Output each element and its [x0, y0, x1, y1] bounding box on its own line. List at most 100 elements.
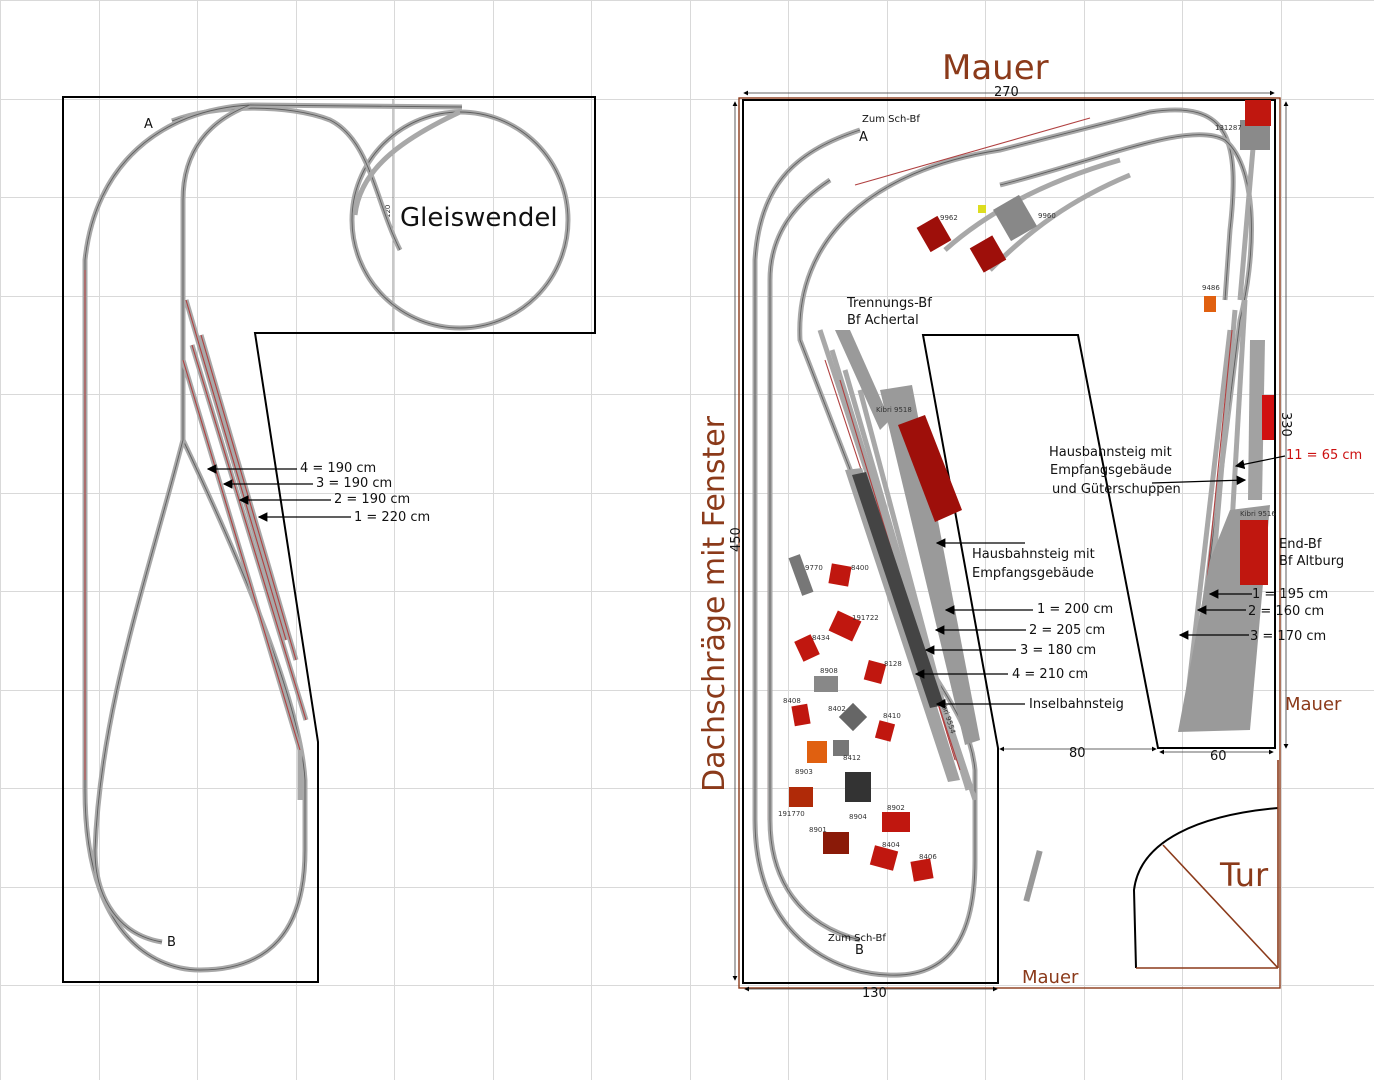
item-191770-house	[789, 787, 813, 807]
junction-track-1-length: 1 = 200 cm	[1037, 602, 1113, 617]
right-track-b-loop-centerline	[769, 179, 861, 941]
left-outer-loop-track	[82, 102, 308, 973]
end-track-1-length: 1 = 195 cm	[1252, 587, 1328, 602]
junction-station-name-1: Trennungs-Bf	[846, 296, 932, 311]
item-label-9770: 9770	[805, 564, 823, 572]
end-track-3-length: 3 = 170 cm	[1250, 629, 1326, 644]
item-label-9960: 9960	[1038, 212, 1056, 220]
item-label-191722: 191722	[852, 614, 879, 622]
item-label-8903: 8903	[795, 768, 813, 776]
item-8410-house	[874, 720, 896, 742]
track-11-length: 11 = 65 cm	[1286, 448, 1362, 463]
left-track-length-4: 4 = 190 cm	[300, 461, 376, 476]
track-11-arrow	[1234, 455, 1286, 470]
item-8412-tower	[833, 740, 849, 756]
helix-dimension-label: 120	[384, 205, 392, 218]
item-9962-signal	[978, 205, 986, 213]
kibri-label-right: Kibri 9516	[1240, 510, 1276, 518]
item-label-8404: 8404	[882, 841, 900, 849]
left-layout-plan: 120 A	[62, 96, 596, 983]
item-8908-building	[814, 676, 838, 692]
engine-shed-131287	[1245, 100, 1271, 126]
item-9960-shed	[993, 194, 1037, 242]
door-swing-arc	[1132, 807, 1279, 969]
junction-station-building	[898, 415, 962, 522]
right-siding-9962	[943, 157, 1121, 252]
item-label-8901: 8901	[809, 826, 827, 834]
item-label-8406: 8406	[919, 853, 937, 861]
item-label-8128: 8128	[884, 660, 902, 668]
item-label-8410: 8410	[883, 712, 901, 720]
item-label-8902: 8902	[887, 804, 905, 812]
door-label: Tur	[1219, 856, 1269, 894]
item-8404-house	[869, 845, 899, 871]
right-siding-9960	[988, 172, 1131, 272]
junction-track-3-length: 3 = 180 cm	[1020, 643, 1096, 658]
end-station-platform-upper	[1248, 340, 1265, 500]
left-track-length-2: 2 = 190 cm	[334, 492, 410, 507]
left-station-track-1	[180, 359, 303, 800]
left-station-rail-1	[182, 359, 301, 751]
track-top-straight-centerline	[249, 104, 463, 108]
end-track-2-length: 2 = 160 cm	[1248, 604, 1324, 619]
junction-track-4-length: 4 = 210 cm	[1012, 667, 1088, 682]
item-8402-building	[838, 702, 868, 732]
wall-label-right: Mauer	[1285, 694, 1342, 715]
turntable-spur	[1237, 124, 1258, 301]
item-label-9962: 9962	[940, 214, 958, 222]
end-station-name-2: Bf Altburg	[1279, 554, 1344, 569]
left-label-b: B	[167, 935, 176, 950]
house-platform-2-line-1: Hausbahnsteig mit	[1049, 445, 1172, 460]
item-8901-house	[823, 832, 849, 854]
track-bumper-loose	[1023, 850, 1043, 902]
house-platform-2-line-3: und Güterschuppen	[1052, 482, 1181, 497]
item-label-8908: 8908	[820, 667, 838, 675]
to-shadow-station-b: Zum Sch-Bf	[828, 933, 886, 944]
end-station-building	[1240, 520, 1268, 585]
item-label-191770: 191770	[778, 810, 805, 818]
dimension-bottom: 130	[862, 986, 887, 1001]
item-191722-house	[828, 610, 862, 642]
junction-house-platform	[880, 385, 980, 745]
right-layout-plan: 270 450 330 130 80 60 Mauer Mauer Mauer …	[697, 48, 1362, 1001]
left-track-group	[82, 102, 571, 973]
right-track-to-end-station-centerline	[999, 134, 1252, 721]
end-station-goods-shed	[1262, 395, 1274, 440]
item-label-8904: 8904	[849, 813, 867, 821]
item-label-8400: 8400	[851, 564, 869, 572]
left-track-length-callouts: 4 = 190 cm 3 = 190 cm 2 = 190 cm 1 = 220…	[206, 461, 430, 525]
item-label-9486: 9486	[1202, 284, 1220, 292]
wall-label-bottom: Mauer	[1022, 967, 1079, 988]
left-track-length-3: 3 = 190 cm	[316, 476, 392, 491]
dimension-height-left: 450	[729, 527, 744, 552]
helix-title: Gleiswendel	[400, 203, 558, 233]
door-leaf-line	[1162, 844, 1279, 969]
item-8434-house	[794, 634, 820, 662]
left-label-a: A	[144, 117, 153, 132]
house-platform-2-line-2: Empfangsgebäude	[1050, 463, 1172, 478]
item-8406-house	[910, 858, 934, 882]
junction-track-callouts: 1 = 200 cm 2 = 205 cm 3 = 180 cm 4 = 210…	[914, 602, 1124, 712]
left-baseboard-outline	[62, 96, 596, 983]
left-station-rail-2	[191, 344, 307, 721]
item-8400-house	[828, 563, 852, 587]
to-shadow-station-a: Zum Sch-Bf	[862, 114, 920, 125]
sloped-ceiling-label: Dachschräge mit Fenster	[697, 415, 732, 792]
room-wall-outline	[738, 97, 1281, 989]
left-station-rail-3	[200, 334, 297, 661]
end-station-name-1: End-Bf	[1279, 537, 1322, 552]
left-station-rail-4	[185, 299, 287, 641]
item-8904-building	[845, 772, 871, 802]
wall-label-top: Mauer	[942, 48, 1049, 88]
island-platform-roof	[852, 472, 944, 708]
left-outer-loop-centerline	[84, 104, 306, 971]
item-8128-house	[863, 660, 887, 684]
house-platform-1-line-2: Empfangsgebäude	[972, 566, 1094, 581]
item-label-8408: 8408	[783, 697, 801, 705]
track-helix-entry	[352, 109, 462, 216]
kibri-label-left: Kibri 9518	[876, 406, 912, 414]
item-label-8402: 8402	[828, 705, 846, 713]
house-platform-1-line-1: Hausbahnsteig mit	[972, 547, 1095, 562]
